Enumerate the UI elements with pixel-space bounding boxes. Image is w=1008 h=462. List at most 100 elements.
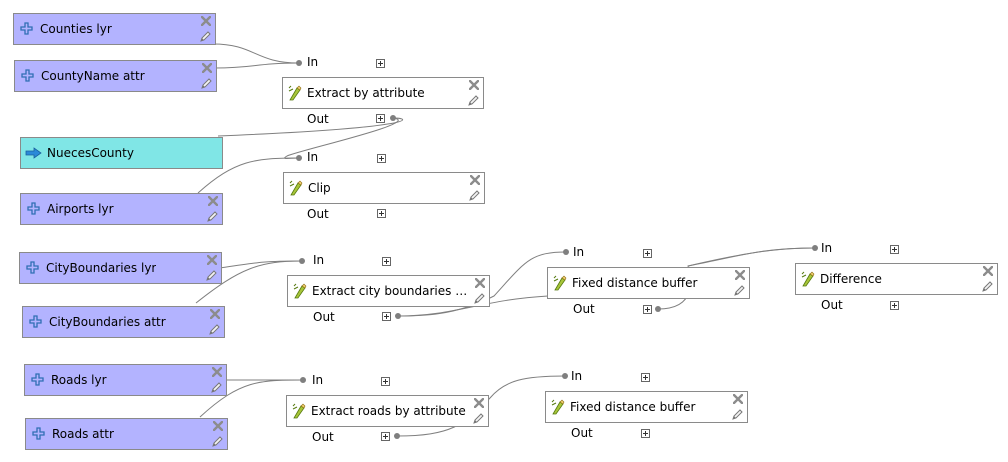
expand-outputs-toggle[interactable]	[641, 429, 650, 438]
port-dot	[562, 373, 568, 379]
node-label: Roads attr	[52, 427, 114, 441]
node-label: Fixed distance buffer	[570, 400, 696, 414]
node-label: Fixed distance buffer	[572, 276, 698, 290]
node-label: NuecesCounty	[47, 146, 134, 160]
algorithm-node-fixed-distance-buffer-1[interactable]: Fixed distance buffer	[547, 267, 750, 299]
port-dot	[390, 115, 396, 121]
link-cityboundaries-to-extractcity	[219, 260, 303, 269]
edit-icon[interactable]	[472, 413, 484, 425]
link-extract-out-to-clip	[284, 117, 399, 159]
plus-icon	[29, 315, 42, 328]
input-node-cityboundaries-lyr[interactable]: CityBoundaries lyr	[19, 252, 222, 284]
delete-icon[interactable]	[201, 16, 211, 26]
in-port-label: In	[573, 245, 585, 259]
out-port-label: Out	[313, 310, 335, 324]
expand-outputs-toggle[interactable]	[377, 209, 386, 218]
delete-icon[interactable]	[470, 175, 480, 185]
edit-icon[interactable]	[211, 436, 223, 448]
in-port-label: In	[312, 373, 324, 387]
link-counties-to-extract	[212, 43, 300, 64]
edit-icon[interactable]	[199, 31, 211, 43]
input-node-roads-lyr[interactable]: Roads lyr	[24, 364, 227, 396]
delete-icon[interactable]	[213, 421, 223, 431]
arrow-right-icon	[25, 147, 42, 159]
expand-outputs-toggle[interactable]	[381, 432, 390, 441]
edit-icon[interactable]	[468, 190, 480, 202]
delete-icon[interactable]	[207, 255, 217, 265]
edit-icon[interactable]	[733, 285, 745, 297]
port-dot	[296, 60, 302, 66]
input-node-airports-lyr[interactable]: Airports lyr	[20, 193, 223, 225]
algorithm-node-difference[interactable]: Difference	[795, 263, 998, 295]
plus-icon	[32, 427, 45, 440]
expand-outputs-toggle[interactable]	[890, 301, 899, 310]
edit-icon[interactable]	[981, 281, 993, 293]
link-extractroads-to-buffer2	[396, 375, 566, 437]
expand-inputs-toggle[interactable]	[641, 373, 650, 382]
link-airports-to-clip	[197, 157, 300, 194]
algorithm-node-extract-roads-by-attribute[interactable]: Extract roads by attribute	[286, 395, 489, 427]
edit-icon[interactable]	[731, 409, 743, 421]
edit-icon[interactable]	[206, 211, 218, 223]
edit-icon[interactable]	[210, 382, 222, 394]
edit-icon[interactable]	[200, 78, 212, 90]
expand-inputs-toggle[interactable]	[890, 245, 899, 254]
input-node-roads-attr[interactable]: Roads attr	[25, 418, 228, 450]
expand-inputs-toggle[interactable]	[376, 59, 385, 68]
out-port-label: Out	[312, 430, 334, 444]
edit-icon[interactable]	[205, 270, 217, 282]
delete-icon[interactable]	[983, 266, 993, 276]
expand-inputs-toggle[interactable]	[377, 154, 386, 163]
node-label: Extract roads by attribute	[311, 404, 466, 418]
node-label: CityBoundaries attr	[49, 315, 166, 329]
in-port-label: In	[307, 150, 319, 164]
out-port-label: Out	[573, 302, 595, 316]
plus-icon	[20, 22, 33, 35]
input-node-counties-lyr[interactable]: Counties lyr	[13, 13, 216, 45]
node-label: Counties lyr	[40, 22, 112, 36]
delete-icon[interactable]	[735, 270, 745, 280]
out-port-label: Out	[821, 298, 843, 312]
link-roadsattr-to-extractroads	[199, 379, 304, 418]
delete-icon[interactable]	[469, 80, 479, 90]
output-node-nuecescounty[interactable]: NuecesCounty	[20, 137, 223, 169]
algorithm-node-clip[interactable]: Clip	[283, 172, 485, 204]
link-extract-out-to-output	[217, 117, 404, 137]
algorithm-node-extract-city-boundaries[interactable]: Extract city boundaries b...	[287, 275, 490, 307]
delete-icon[interactable]	[202, 63, 212, 73]
port-dot	[394, 433, 400, 439]
edit-icon[interactable]	[473, 293, 485, 305]
delete-icon[interactable]	[475, 278, 485, 288]
node-label: CountyName attr	[41, 69, 145, 83]
expand-inputs-toggle[interactable]	[382, 257, 391, 266]
algorithm-icon	[288, 85, 302, 101]
algorithm-node-extract-by-attribute[interactable]: Extract by attribute	[282, 77, 484, 109]
edit-icon[interactable]	[208, 324, 220, 336]
in-port-label: In	[307, 55, 319, 69]
input-node-countyname-attr[interactable]: CountyName attr	[14, 60, 217, 92]
algorithm-icon	[292, 403, 306, 419]
expand-outputs-toggle[interactable]	[643, 305, 652, 314]
algorithm-icon	[801, 271, 815, 287]
expand-inputs-toggle[interactable]	[643, 249, 652, 258]
plus-icon	[26, 261, 39, 274]
delete-icon[interactable]	[208, 196, 218, 206]
port-dot	[299, 258, 305, 264]
delete-icon[interactable]	[474, 398, 484, 408]
delete-icon[interactable]	[212, 367, 222, 377]
edit-icon[interactable]	[467, 95, 479, 107]
out-port-label: Out	[307, 112, 329, 126]
algorithm-node-fixed-distance-buffer-2[interactable]: Fixed distance buffer	[545, 391, 748, 423]
plus-icon	[31, 373, 44, 386]
algorithm-icon	[551, 399, 565, 415]
node-label: Difference	[820, 272, 882, 286]
node-label: Airports lyr	[47, 202, 114, 216]
input-node-cityboundaries-attr[interactable]: CityBoundaries attr	[22, 306, 225, 338]
link-buffer1-out-to-difference	[657, 247, 816, 310]
delete-icon[interactable]	[733, 394, 743, 404]
expand-outputs-toggle[interactable]	[382, 312, 391, 321]
expand-inputs-toggle[interactable]	[381, 377, 390, 386]
delete-icon[interactable]	[210, 309, 220, 319]
expand-outputs-toggle[interactable]	[376, 114, 385, 123]
plus-icon	[27, 202, 40, 215]
